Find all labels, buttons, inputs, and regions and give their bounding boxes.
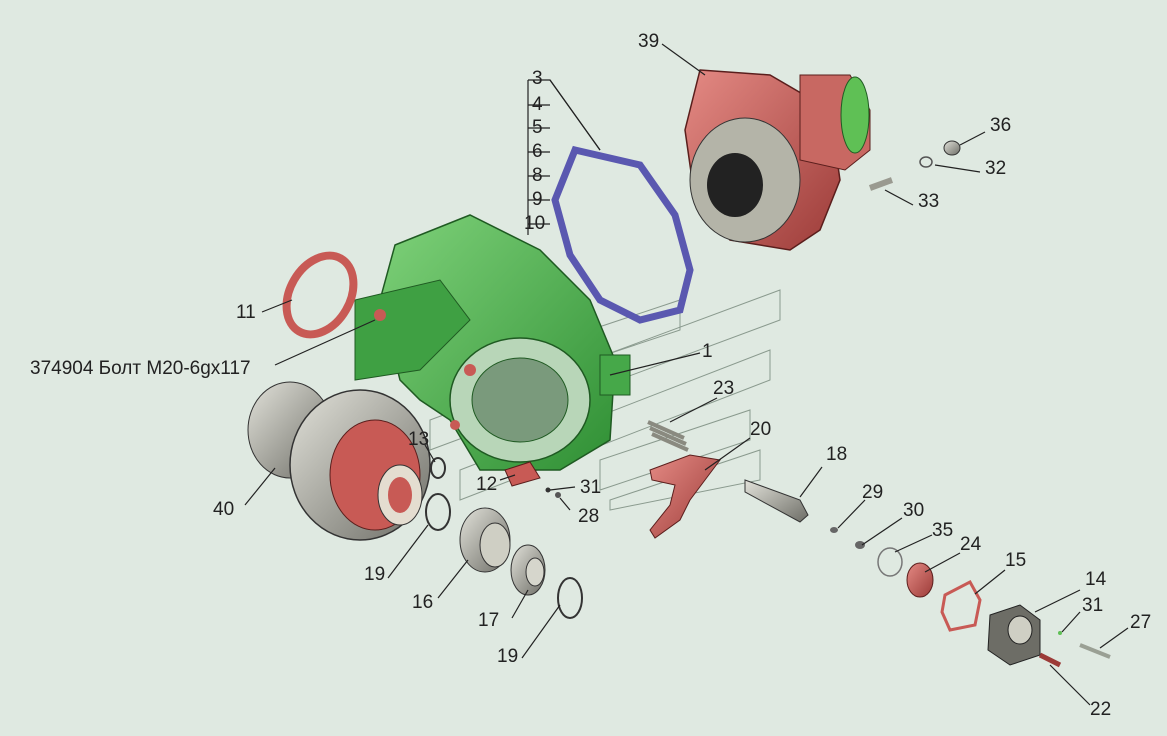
snap-ring-13 [430, 457, 446, 479]
ring-gear-11 [282, 251, 358, 339]
label-31a: 31 [580, 477, 601, 498]
pin-31a [545, 487, 551, 493]
label-19a: 19 [364, 564, 385, 585]
shift-fork-20 [649, 454, 721, 539]
spring-23 [647, 420, 689, 452]
label-17: 17 [478, 610, 499, 631]
differential-assembly [247, 381, 431, 541]
label-16: 16 [412, 592, 433, 613]
label-22: 22 [1090, 699, 1111, 720]
label-30: 30 [903, 500, 924, 521]
label-39: 39 [638, 31, 659, 52]
gear-hub-17 [510, 544, 546, 596]
label-12: 12 [476, 474, 497, 495]
bevel-gear-housing [684, 69, 871, 251]
label-8: 8 [532, 165, 543, 186]
bolt-22 [1038, 652, 1062, 668]
label-1: 1 [702, 341, 713, 362]
pin-33 [868, 177, 894, 191]
label-23: 23 [713, 378, 734, 399]
cap-24 [906, 562, 934, 598]
coupling-sleeve-16 [459, 507, 511, 573]
retaining-ring-19b [557, 577, 583, 619]
label-14: 14 [1085, 569, 1107, 590]
leader-lines [244, 43, 1129, 706]
label-3: 3 [532, 68, 543, 89]
label-28: 28 [578, 506, 599, 527]
part-labels: 39 3 4 5 6 8 9 10 11 374904 Болт М20-6gx… [30, 31, 1151, 720]
o-ring-35 [877, 547, 903, 577]
label-9: 9 [532, 189, 543, 210]
label-10: 10 [524, 213, 545, 234]
label-27: 27 [1130, 612, 1151, 633]
label-31b: 31 [1082, 595, 1103, 616]
label-11: 11 [236, 302, 256, 323]
washer-32 [919, 156, 933, 168]
label-20: 20 [750, 419, 771, 440]
pin-31b [1058, 631, 1062, 635]
label-4: 4 [532, 94, 543, 115]
label-13: 13 [408, 429, 429, 450]
label-15: 15 [1005, 550, 1026, 571]
label-6: 6 [532, 141, 543, 162]
label-40: 40 [213, 499, 234, 520]
label-19b: 19 [497, 646, 518, 667]
gasket [551, 145, 694, 324]
rod-27 [1079, 643, 1111, 659]
label-33: 33 [918, 191, 939, 212]
label-36: 36 [990, 115, 1011, 136]
shift-rod-18 [744, 479, 809, 523]
cylinder-14 [987, 604, 1041, 666]
main-housing [354, 214, 631, 471]
retaining-ring-19a [425, 493, 451, 531]
lock-plate-12 [504, 461, 541, 487]
pin-29 [830, 527, 838, 533]
label-29: 29 [862, 482, 883, 503]
label-5: 5 [532, 117, 543, 138]
nut-36 [943, 140, 961, 156]
gasket-15 [940, 579, 982, 632]
label-bolt: 374904 Болт М20-6gx117 [30, 358, 251, 379]
label-24: 24 [960, 534, 982, 555]
nut-30 [855, 541, 865, 549]
bolt-28 [555, 492, 561, 498]
label-32: 32 [985, 158, 1006, 179]
label-18: 18 [826, 444, 847, 465]
label-35: 35 [932, 520, 953, 541]
